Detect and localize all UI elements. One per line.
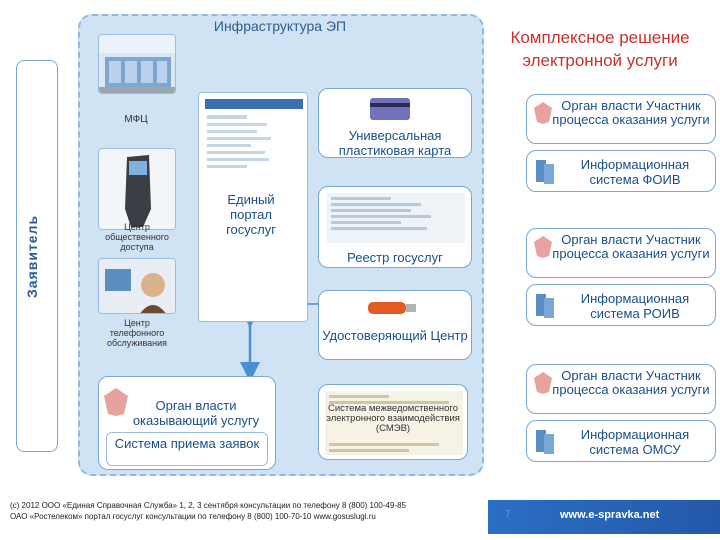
info-system-omsu: Информационная система ОМСУ bbox=[526, 420, 716, 462]
call-center-label: Центр телефонного обслуживания bbox=[106, 318, 168, 348]
call-center-photo bbox=[98, 258, 176, 314]
authority-roiv-text: Орган власти Участник процесса оказания … bbox=[552, 232, 710, 261]
plastic-card-box bbox=[318, 88, 472, 158]
smev-box bbox=[318, 384, 468, 460]
registry-label: Реестр госуслуг bbox=[347, 250, 443, 265]
certification-box bbox=[318, 290, 472, 360]
emblem-icon bbox=[534, 372, 552, 394]
kiosk-photo bbox=[98, 148, 176, 230]
service-authority-title: Орган власти оказывающий услугу bbox=[132, 398, 260, 428]
info-system-roiv-text: Информационная система РОИВ bbox=[580, 291, 690, 321]
mfc-label: МФЦ bbox=[124, 114, 148, 125]
authority-foiv-text: Орган власти Участник процесса оказания … bbox=[552, 98, 710, 127]
usb-token-icon bbox=[368, 302, 416, 314]
server-icon bbox=[536, 294, 554, 318]
authority-card-foiv: Орган власти Участник процесса оказания … bbox=[526, 94, 716, 144]
info-system-roiv: Информационная система РОИВ bbox=[526, 284, 716, 326]
emblem-icon bbox=[534, 102, 552, 124]
mfc-photo bbox=[98, 34, 176, 94]
right-column-title: Комплексное решение электронной услуги bbox=[510, 28, 690, 70]
infrastructure-title: Инфраструктура ЭП bbox=[213, 18, 347, 34]
emblem-icon bbox=[534, 236, 552, 258]
authority-omsu-text: Орган власти Участник процесса оказания … bbox=[552, 368, 710, 397]
footer-bar bbox=[488, 500, 720, 534]
plastic-card-icon bbox=[370, 98, 410, 120]
application-system: Система приема заявок bbox=[106, 432, 268, 466]
server-icon bbox=[536, 160, 554, 184]
page-number: 7 bbox=[505, 509, 511, 520]
footer-line-2: ОАО «Ростелеком» портал госуслуг консуль… bbox=[10, 512, 376, 521]
authority-card-omsu: Орган власти Участник процесса оказания … bbox=[526, 364, 716, 414]
portal-label: Единый портал госуслуг bbox=[216, 192, 286, 237]
info-system-foiv-text: Информационная система ФОИВ bbox=[580, 157, 690, 187]
server-icon bbox=[536, 430, 554, 454]
footer-line-1: (c) 2012 ООО «Единая Справочная Служба» … bbox=[10, 501, 407, 510]
plastic-card-label: Универсальная пластиковая карта bbox=[338, 128, 452, 158]
certification-label: Удостоверяющий Центр bbox=[322, 328, 468, 343]
authority-card-roiv: Орган власти Участник процесса оказания … bbox=[526, 228, 716, 278]
applicant-bar bbox=[16, 60, 58, 452]
emblem-icon bbox=[104, 388, 128, 416]
service-authority-box bbox=[98, 376, 276, 470]
registry-box bbox=[318, 186, 472, 268]
smev-label: Система межведомственного электронного в… bbox=[326, 403, 460, 434]
footer-text: (c) 2012 ООО «Единая Справочная Служба» … bbox=[10, 500, 490, 522]
kiosk-label: Центр общественного доступа bbox=[105, 222, 169, 252]
info-system-omsu-text: Информационная система ОМСУ bbox=[580, 427, 690, 457]
footer-url[interactable]: www.e-spravka.net bbox=[560, 509, 660, 521]
info-system-foiv: Информационная система ФОИВ bbox=[526, 150, 716, 192]
